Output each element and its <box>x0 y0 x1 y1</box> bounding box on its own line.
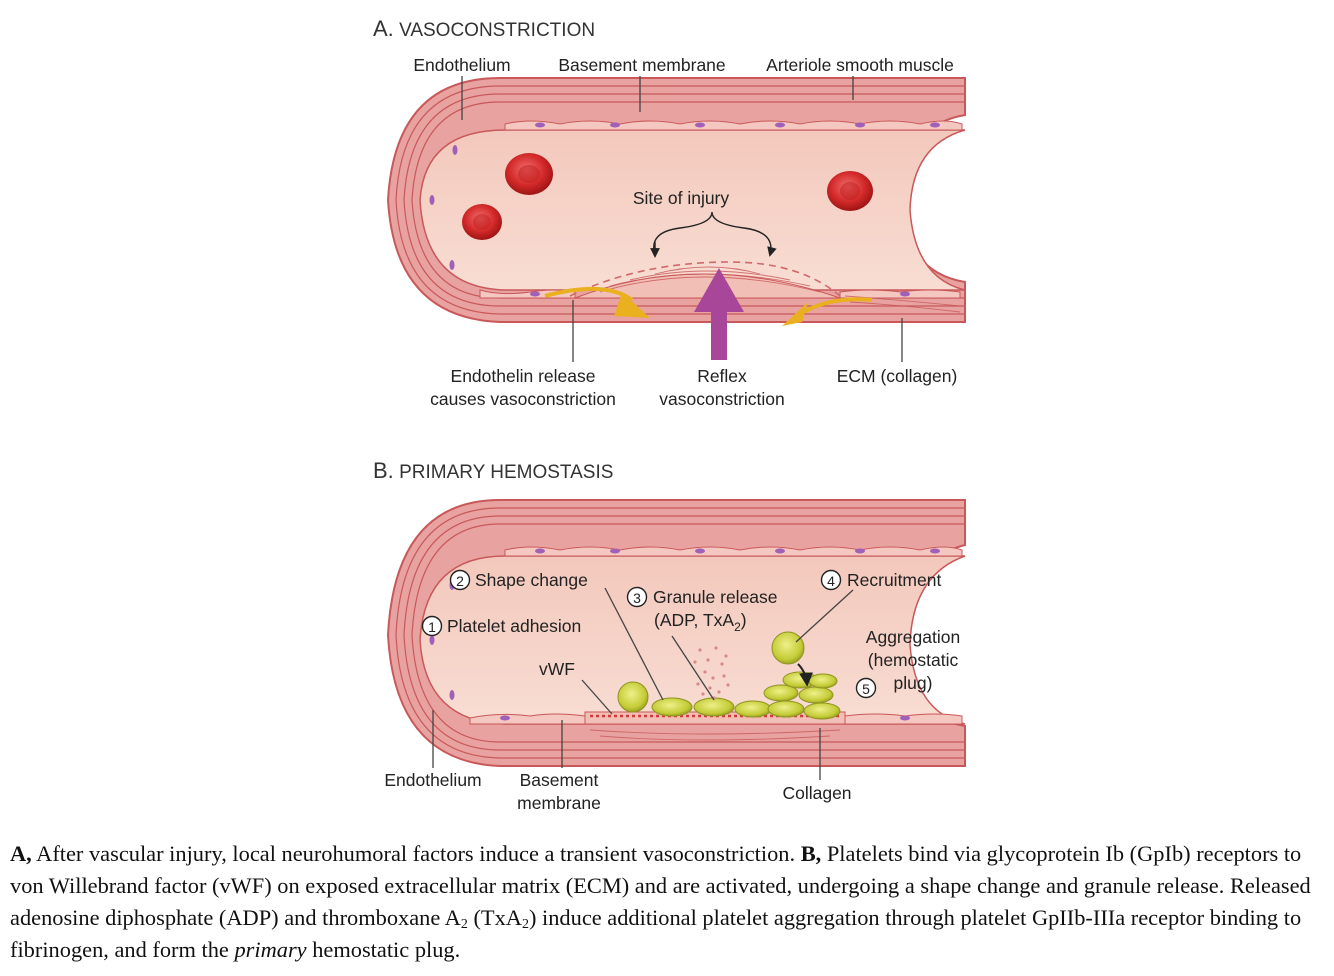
platelet <box>803 702 841 720</box>
label-basement-line2: membrane <box>517 793 601 813</box>
caption-b-text-4: hemostatic plug. <box>306 937 461 962</box>
label-aggregation-line3: plug) <box>894 673 933 693</box>
endothelin-arrowhead-left <box>614 292 650 318</box>
panel-b-title: B. PRIMARY HEMOSTASIS <box>373 458 613 483</box>
caption-subscript-2: 2 <box>521 917 529 932</box>
caption-a-label: A, <box>10 841 32 866</box>
caption-b-label: B, <box>800 841 822 866</box>
platelet-shape-change <box>651 697 693 717</box>
step-3-number: 3 <box>633 590 641 606</box>
panel-b-title-text: PRIMARY HEMOSTASIS <box>399 462 613 483</box>
step-4-number: 4 <box>827 573 835 589</box>
caption-b-text-3: ) induce additional platelet aggregation… <box>10 905 1302 962</box>
platelet <box>808 673 838 689</box>
recruitment-arrow <box>797 663 814 687</box>
label-endothelium-a: Endothelium <box>413 55 510 75</box>
figure-caption: A, After vascular injury, local neurohum… <box>10 838 1328 966</box>
label-ecm: ECM (collagen) <box>837 366 958 386</box>
smooth-muscle-layers-b <box>395 507 965 759</box>
label-endothelin-line2: causes vasoconstriction <box>430 389 616 409</box>
step-5-marker: 5 <box>855 677 877 699</box>
smooth-muscle-layers-a <box>395 85 965 315</box>
label-reflex-line2: vasoconstriction <box>659 389 784 409</box>
endothelin-arrow-right <box>798 297 873 316</box>
label-basement-membrane-a: Basement membrane <box>558 55 725 75</box>
label-site-of-injury: Site of injury <box>633 188 730 208</box>
released-granules <box>693 646 730 700</box>
platelet <box>734 700 772 718</box>
collagen-fibers-b <box>589 729 841 741</box>
panel-b: B. PRIMARY HEMOSTASIS <box>373 458 966 813</box>
label-endothelium-b: Endothelium <box>384 770 481 790</box>
caption-a-text: After vascular injury, local neurohumora… <box>31 841 801 866</box>
platelet-recruited <box>771 631 805 665</box>
site-of-injury-brace <box>653 211 777 257</box>
leader-shape-change <box>604 587 664 701</box>
label-aggregation-line1: Aggregation <box>866 627 960 647</box>
granule-release-text: (ADP, TxA <box>654 610 734 630</box>
step-3-marker: 3 <box>626 586 648 608</box>
platelet <box>798 686 834 704</box>
platelet <box>767 700 805 718</box>
label-smooth-muscle-a: Arteriole smooth muscle <box>766 55 954 75</box>
injury-dashed-outline <box>569 261 841 297</box>
label-basement-line1: Basement <box>520 770 599 790</box>
caption-subscript-1: 2 <box>460 917 468 932</box>
platelet-granule-release <box>693 697 735 717</box>
label-recruitment: Recruitment <box>847 570 941 590</box>
caption-b-text-1: Platelets bind via glycoprotein Ib (GpIb… <box>10 841 1311 930</box>
endothelin-arrowhead-right <box>782 302 808 326</box>
step-2-number: 2 <box>456 573 464 589</box>
leader-granule-release <box>671 635 715 701</box>
label-platelet-adhesion: Platelet adhesion <box>447 616 581 636</box>
caption-b-text-2: (TxA <box>467 905 522 930</box>
leader-recruitment <box>795 589 854 643</box>
endothelial-nuclei-a <box>429 122 940 297</box>
step-1-number: 1 <box>428 619 436 635</box>
caption-italic-primary: primary <box>234 937 307 962</box>
panel-a: A. VASOCONSTRICTION <box>373 16 966 409</box>
lumen-a <box>419 129 966 291</box>
panel-b-letter: B. <box>373 458 394 483</box>
red-blood-cells <box>462 153 873 240</box>
reflex-vasoconstriction-arrow <box>694 268 744 360</box>
granule-release-close: ) <box>741 610 747 630</box>
label-vwf: vWF <box>539 659 575 679</box>
platelet-adherent <box>617 681 649 713</box>
step-1-marker: 1 <box>421 615 443 637</box>
label-granule-release-line2: (ADP, TxA2) <box>654 610 747 634</box>
step-4-marker: 4 <box>820 569 842 591</box>
step-2-marker: 2 <box>449 569 471 591</box>
panel-a-title-text: VASOCONSTRICTION <box>399 20 595 41</box>
label-shape-change: Shape change <box>475 570 588 590</box>
panel-a-title: A. VASOCONSTRICTION <box>373 16 595 41</box>
leader-vwf <box>581 679 613 715</box>
panel-a-letter: A. <box>373 16 394 41</box>
label-endothelin-line1: Endothelin release <box>451 366 596 386</box>
label-reflex-line1: Reflex <box>697 366 747 386</box>
label-collagen: Collagen <box>782 783 851 803</box>
collagen-fibers-a <box>599 266 961 313</box>
hemostasis-diagram: A. VASOCONSTRICTION <box>373 16 966 813</box>
label-aggregation-line2: (hemostatic <box>868 650 959 670</box>
label-granule-release-line1: Granule release <box>653 587 778 607</box>
granule-release-subscript: 2 <box>734 620 741 634</box>
platelet <box>763 684 799 702</box>
step-5-number: 5 <box>862 681 870 697</box>
